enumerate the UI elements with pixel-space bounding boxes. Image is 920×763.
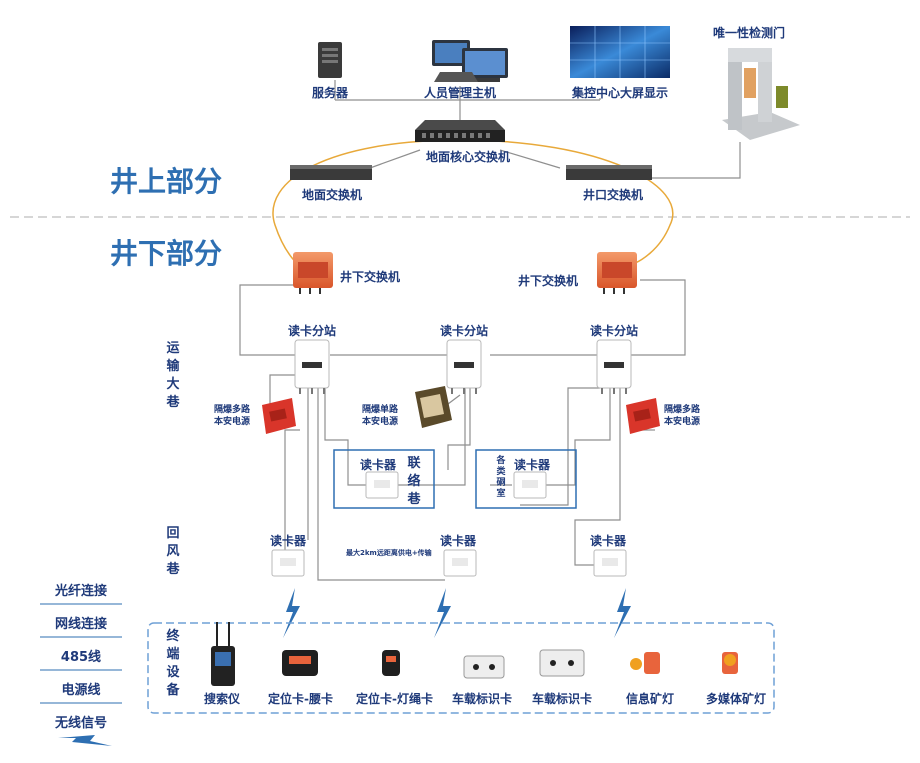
vehicle-card-b-icon <box>539 649 585 677</box>
server-icon <box>318 42 342 78</box>
surface-section-title: 井上部分 <box>110 165 223 198</box>
transport-lane-label: 运输大巷 <box>166 341 180 410</box>
reader-link-label: 读卡器 <box>360 458 397 472</box>
chamber-label: 各类硐室 <box>496 456 506 499</box>
legend-485: 485线 <box>60 650 102 665</box>
gate-label: 唯一性检测门 <box>713 26 786 40</box>
reader-return-left-icon <box>271 549 305 577</box>
substation-left-icon <box>294 339 330 394</box>
terminal-vehicle-card-b-label: 车载标识卡 <box>532 692 593 706</box>
reader-return-mid-icon <box>443 549 477 577</box>
legend-network: 网线连接 <box>54 617 107 632</box>
display-label: 集控中心大屏显示 <box>572 86 669 100</box>
server-label: 服务器 <box>312 86 349 100</box>
terminal-waist-card-label: 定位卡-腰卡 <box>268 692 333 706</box>
link-lane-label: 联络巷 <box>407 456 421 507</box>
terminal-lamp-cord-card-label: 定位卡-灯绳卡 <box>356 692 433 706</box>
reader-return-left-label: 读卡器 <box>270 534 307 548</box>
reader-link-icon <box>365 471 399 499</box>
ground-switch-label: 地面交换机 <box>302 188 363 202</box>
wireless-signal-icons <box>58 588 631 746</box>
vehicle-card-a-icon <box>463 655 505 679</box>
substation-mid-icon <box>446 339 482 394</box>
reader-return-right-icon <box>593 549 627 577</box>
detection-gate-icon <box>722 48 800 140</box>
legend-wireless: 无线信号 <box>54 716 107 731</box>
searcher-icon <box>211 622 235 686</box>
ground-switch-icon <box>290 165 372 180</box>
substation-right-icon <box>596 339 632 394</box>
legend-separators <box>40 603 122 704</box>
multimedia-cap-lamp-icon <box>722 652 738 674</box>
reader-chamber-label: 读卡器 <box>514 458 551 472</box>
core-switch-label: 地面核心交换机 <box>426 150 511 164</box>
power-multi-left-label: 隔爆多路本安电源 <box>214 405 251 427</box>
underground-switch-right-label: 井下交换机 <box>518 274 579 288</box>
terminal-vehicle-card-a-label: 车载标识卡 <box>452 692 513 706</box>
terminal-title: 终端设备 <box>166 629 180 698</box>
power-single-label: 隔爆单路本安电源 <box>362 405 399 427</box>
chamber-box <box>475 449 577 509</box>
shaft-switch-label: 井口交换机 <box>583 188 644 202</box>
link-lane-box <box>333 449 435 509</box>
underground-switch-left-icon <box>293 252 333 294</box>
power-multi-right-icon <box>626 398 660 434</box>
big-screen-icon <box>570 26 670 78</box>
optical-links <box>272 139 674 269</box>
power-single-icon <box>415 386 452 428</box>
host-label: 人员管理主机 <box>424 86 497 100</box>
core-switch-icon <box>415 120 505 142</box>
legend-optical: 光纤连接 <box>54 584 107 599</box>
reader-return-mid-label: 读卡器 <box>440 534 477 548</box>
substation-left-label: 读卡分站 <box>288 324 337 338</box>
cable-links <box>239 80 741 581</box>
terminal-searcher-label: 搜索仪 <box>204 692 241 706</box>
substation-right-label: 读卡分站 <box>590 324 639 338</box>
lamp-cord-card-icon <box>382 650 400 676</box>
waist-card-icon <box>282 650 318 676</box>
return-lane-label: 回风巷 <box>166 526 180 577</box>
reader-return-right-label: 读卡器 <box>590 534 627 548</box>
underground-switch-right-icon <box>597 252 637 294</box>
remote-note: 最大2km远距离供电+传输 <box>346 549 432 557</box>
reader-chamber-icon <box>513 471 547 499</box>
terminal-info-lamp-label: 信息矿灯 <box>626 692 675 706</box>
terminal-frame <box>147 622 775 714</box>
terminal-multimedia-lamp-label: 多媒体矿灯 <box>706 692 767 706</box>
host-computer-icon <box>432 40 508 82</box>
underground-switch-left-label: 井下交换机 <box>340 270 401 284</box>
substation-mid-label: 读卡分站 <box>440 324 489 338</box>
legend-power: 电源线 <box>61 683 101 698</box>
power-multi-left-icon <box>262 398 296 434</box>
underground-section-title: 井下部分 <box>110 237 223 270</box>
shaft-switch-icon <box>566 165 652 180</box>
power-multi-right-label: 隔爆多路本安电源 <box>664 405 701 427</box>
info-cap-lamp-icon <box>630 652 660 674</box>
